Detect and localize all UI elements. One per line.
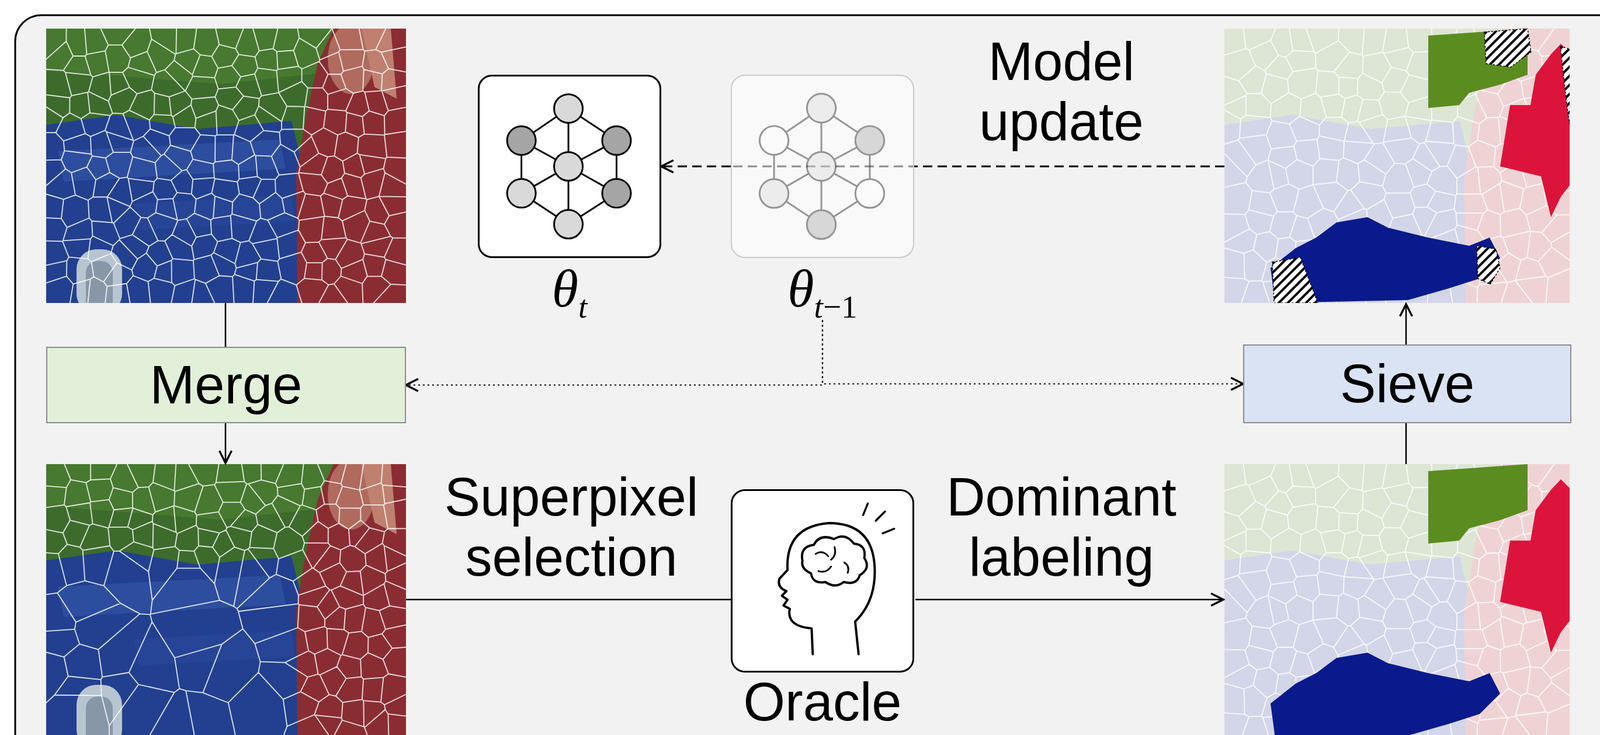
subscript: t	[578, 289, 588, 325]
graph-node	[507, 179, 536, 208]
sieved-region	[1476, 245, 1501, 285]
process-box: Merge	[46, 346, 406, 424]
graph-node	[554, 94, 583, 123]
superpixel-boundaries	[46, 464, 406, 735]
symbol-glyph: θ	[552, 258, 579, 319]
model-graph-icon	[479, 76, 660, 257]
sieved-region	[1272, 257, 1318, 304]
decoration	[46, 28, 406, 304]
subscript-glyph: t	[814, 289, 824, 325]
label-region	[1270, 217, 1501, 304]
parameter-label: θt−1	[730, 260, 915, 318]
graph-node	[806, 210, 836, 239]
dashed-arrow	[661, 165, 731, 168]
outer-frame	[15, 15, 1600, 735]
graph-node	[759, 126, 789, 155]
model-graph-icon	[731, 75, 914, 258]
annotation-label: Superpixel selection	[419, 467, 724, 588]
brain-outline	[802, 536, 867, 586]
flow-arrow	[1405, 304, 1408, 345]
flow-line	[405, 599, 731, 602]
head-outline	[778, 523, 875, 655]
graph-node	[507, 126, 536, 155]
sieved-region	[1560, 46, 1570, 161]
subscript-glyph: t	[578, 289, 588, 325]
icon-frame	[477, 74, 662, 259]
sieved-region	[1484, 28, 1532, 68]
graph-node	[602, 126, 631, 155]
brain-fold	[815, 547, 849, 574]
dotted-arrow	[822, 320, 1244, 385]
annotation-label: Model update	[956, 31, 1167, 152]
decoration	[46, 464, 406, 735]
superpixel-image	[46, 28, 406, 304]
graph-node	[855, 179, 884, 208]
head-icon	[778, 504, 894, 655]
graph-node	[806, 94, 836, 123]
label-region	[1500, 479, 1570, 654]
subscript: t−1	[814, 289, 858, 325]
flow-line	[1405, 423, 1408, 465]
label-region	[1270, 653, 1501, 735]
icon-frame	[730, 74, 915, 259]
model-icon-box: θt	[477, 74, 662, 318]
superpixel-boundaries	[46, 28, 406, 304]
graph-node	[806, 151, 836, 181]
symbol-glyph: θ	[787, 258, 814, 319]
decoration	[46, 464, 406, 735]
flow-line	[224, 303, 227, 347]
graph-node	[759, 179, 789, 208]
box-title: Merge	[150, 354, 303, 417]
sieved-label-image	[1224, 28, 1570, 304]
box-title: Sieve	[1340, 353, 1475, 416]
subscript-glyph: 1	[841, 289, 858, 325]
icon-frame	[730, 489, 915, 673]
process-box: Sieve	[1243, 344, 1572, 424]
subscript-glyph: −	[823, 289, 842, 325]
oracle-box: Oracle	[730, 489, 915, 730]
label-region	[1500, 43, 1570, 218]
graph-node	[602, 179, 631, 208]
oracle-icon	[732, 491, 913, 672]
annotation-label: Dominant labeling	[924, 467, 1199, 588]
dotted-arrow	[405, 320, 823, 386]
model-icon-box: θt−1	[730, 74, 915, 318]
graph-node	[554, 210, 583, 239]
node-caption: Oracle	[730, 675, 915, 730]
graph-node	[554, 151, 583, 181]
parameter-label: θt	[477, 260, 662, 318]
merged-superpixel-image	[46, 464, 406, 735]
decoration	[46, 28, 406, 304]
flow-arrow	[224, 423, 227, 464]
label-region	[1428, 464, 1528, 544]
graph-node	[855, 126, 884, 155]
dominant-label-image	[1224, 464, 1570, 735]
thought-marks	[863, 504, 895, 534]
flow-arrow	[915, 599, 1224, 602]
